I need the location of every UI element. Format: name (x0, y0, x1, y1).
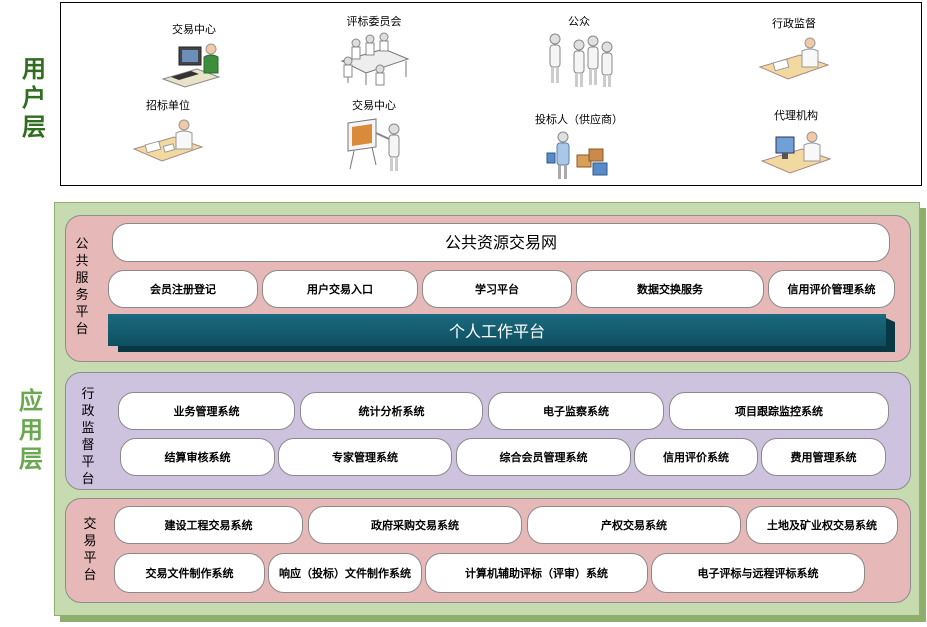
presentation-board-icon (347, 118, 400, 171)
people-group-icon (549, 33, 613, 87)
system-business-mgmt: 业务管理系统 (118, 392, 295, 430)
service-credit-evaluation-mgmt: 信用评价管理系统 (768, 270, 895, 308)
system-tender-doc-creation: 交易文件制作系统 (114, 553, 265, 593)
user-layer-label: 用户层 (22, 54, 46, 141)
system-settlement-audit: 结算审核系统 (120, 438, 275, 476)
actor-label: 交易中心 (172, 23, 216, 36)
actor-label: 评标委员会 (346, 15, 402, 28)
actor-label: 公众 (568, 15, 590, 28)
bidder-boxes-icon (546, 131, 608, 179)
desk-worker-icon (758, 37, 830, 80)
personal-work-platform: 个人工作平台 (108, 314, 886, 346)
system-project-tracking: 项目跟踪监控系统 (669, 392, 889, 430)
public-portal: 公共资源交易网 (112, 223, 890, 262)
actor-label: 代理机构 (774, 109, 818, 122)
personal-bar-bottom (118, 346, 886, 352)
actor-public: 公众 (514, 15, 644, 91)
actor-bid-committee: 评标委员会 (309, 15, 439, 87)
app-layer-label: 应用层 (19, 386, 43, 473)
system-credit-evaluation: 信用评价系统 (634, 438, 758, 476)
trading-platform-label: 交易平台 (83, 517, 97, 583)
desk-worker-icon (132, 119, 204, 162)
actor-bidder: 投标人（供应商） (514, 113, 644, 181)
actor-label: 招标单位 (146, 99, 190, 112)
actor-agency: 代理机构 (731, 109, 861, 181)
system-land-mining: 土地及矿业权交易系统 (746, 506, 898, 544)
system-remote-evaluation: 电子评标与远程评标系统 (651, 553, 865, 593)
computer-desk-icon (760, 131, 832, 174)
admin-supervision-label: 行政监督平台 (81, 387, 95, 487)
computer-operator-icon (161, 43, 221, 88)
system-fee-mgmt: 费用管理系统 (761, 438, 886, 476)
actor-label: 交易中心 (352, 99, 396, 112)
service-data-exchange: 数据交换服务 (576, 270, 764, 308)
service-member-registration: 会员注册登记 (108, 270, 258, 308)
actor-label: 投标人（供应商） (535, 113, 623, 126)
system-computer-aided-evaluation: 计算机辅助评标（评审）系统 (425, 553, 648, 593)
actor-tendering-unit: 招标单位 (103, 99, 233, 171)
personal-bar-side (886, 318, 895, 352)
actor-trading-center-2: 交易中心 (309, 99, 439, 175)
user-layer-box: 交易中心 评标委员会 公众 (60, 2, 922, 186)
system-expert-mgmt: 专家管理系统 (278, 438, 452, 476)
actor-supervision: 行政监督 (729, 17, 859, 89)
system-construction-trading: 建设工程交易系统 (114, 506, 303, 544)
system-gov-procurement: 政府采购交易系统 (308, 506, 522, 544)
service-user-trade-entry: 用户交易入口 (262, 270, 418, 308)
system-bid-doc-creation: 响应（投标）文件制作系统 (268, 553, 422, 593)
system-property-rights: 产权交易系统 (527, 506, 741, 544)
public-service-label: 公共服务平台 (75, 237, 89, 337)
meeting-table-icon (340, 32, 410, 86)
service-learning-platform: 学习平台 (422, 270, 572, 308)
actor-label: 行政监督 (772, 17, 816, 30)
system-statistics-analysis: 统计分析系统 (300, 392, 483, 430)
actor-trading-center-1: 交易中心 (129, 23, 259, 89)
system-electronic-supervision: 电子监察系统 (488, 392, 664, 430)
system-member-mgmt: 综合会员管理系统 (456, 438, 631, 476)
